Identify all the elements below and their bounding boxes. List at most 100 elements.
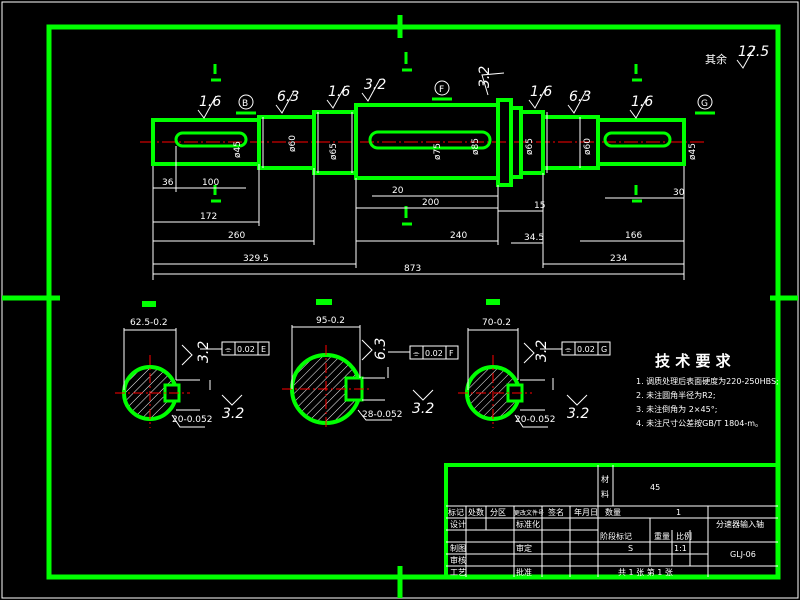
tb-row-label-3: 分区 (490, 508, 506, 517)
section-g-rough-bottom: 3.2 (567, 406, 589, 422)
dim-172: 172 (200, 212, 217, 222)
svg-text:G: G (601, 345, 607, 354)
rough-7: 6.3 (569, 89, 591, 105)
datum-g: G (695, 94, 715, 115)
svg-text:⌯: ⌯ (225, 345, 232, 354)
tb-row-label-4: 更改文件号 (514, 509, 544, 517)
tb-row-label-6: 年月日 (574, 507, 598, 517)
section-g-rough-side: 3.2 (534, 340, 550, 362)
roughness-symbols (197, 72, 649, 119)
tb-count-value: 1 (676, 508, 681, 517)
section-b-tolerance-frame: ⌯ 0.02 E (200, 341, 270, 356)
section-f-tolerance-frame: ⌯ 0.02 F (388, 345, 459, 360)
svg-text:0.02: 0.02 (425, 349, 443, 358)
svg-text:0.02: 0.02 (577, 345, 595, 354)
rough-3: 1.6 (328, 84, 350, 100)
tech-item-2: 2. 未注圆角半径为R2; (636, 390, 716, 400)
shaft-main-view: ø45 ø60 ø65 ø75 ø85 ø65 ø60 ø45 B F G (140, 44, 769, 280)
tb-scale-label: 比例 (676, 531, 692, 541)
section-f-top-dim: 95-0.2 (316, 316, 345, 326)
section-f-rough-side: 6.3 (373, 338, 389, 360)
datum-b: B (236, 94, 256, 115)
dia-label-8: ø45 (688, 143, 698, 160)
svg-text:⌯: ⌯ (565, 345, 572, 354)
tb-weight-label: 重量 (654, 531, 670, 541)
section-view-g: 70-0.2 20-0.052 3.2 3.2 ⌯ 0.02 G (458, 299, 611, 428)
tb-mid-label-3: 批准 (516, 567, 532, 577)
section-b-rough-bottom: 3.2 (222, 406, 244, 422)
technical-requirements: 技 术 要 求 1. 调质处理后表面硬度为220-250HBS; 2. 未注圆角… (636, 352, 779, 428)
section-b-key-dim: 20-0.052 (172, 415, 212, 425)
tb-scale-value: 1:1 (674, 544, 687, 553)
tb-left-label-2: 制图 (450, 543, 466, 553)
svg-text:E: E (261, 345, 266, 354)
svg-text:F: F (439, 85, 444, 95)
tb-stage-label: 阶段标记 (600, 531, 632, 541)
section-g-tolerance-frame: ⌯ 0.02 G (540, 341, 611, 356)
tb-part-name: 分速器输入轴 (716, 519, 764, 529)
section-g-key-dim: 20-0.052 (515, 415, 555, 425)
section-f-key-dim: 28-0.052 (362, 410, 402, 420)
svg-text:⌯: ⌯ (413, 349, 420, 358)
dim-20: 20 (392, 186, 404, 196)
dim-36: 36 (162, 178, 174, 188)
tb-count-label: 数量 (605, 507, 621, 517)
tb-material-label-2: 料 (601, 489, 609, 499)
tb-sheet-info: 共 1 张 第 1 张 (618, 567, 673, 577)
tech-title: 技 术 要 求 (655, 352, 732, 370)
section-view-f: 95-0.2 28-0.052 6.3 3.2 ⌯ 0.02 F (282, 299, 459, 430)
dim-200: 200 (422, 198, 439, 208)
tb-stage-value: S (628, 544, 633, 553)
tb-left-label-1: 设计 (450, 519, 466, 529)
roughness-other-value: 12.5 (738, 44, 769, 60)
rough-6: 1.6 (530, 84, 552, 100)
rough-2: 6.3 (277, 89, 299, 105)
dim-100: 100 (202, 178, 219, 188)
tb-drawing-no: GLJ-06 (730, 550, 756, 559)
svg-text:B: B (242, 99, 248, 109)
tb-material-label-1: 材 (601, 474, 609, 484)
dia-label-1: ø45 (233, 141, 243, 158)
svg-text:0.02: 0.02 (237, 345, 255, 354)
roughness-other-label: 其余 (705, 52, 727, 66)
dia-label-5: ø85 (471, 138, 481, 155)
inner-frame (46, 24, 781, 580)
rough-4: 3.2 (364, 77, 386, 93)
tb-left-label-4: 工艺 (450, 568, 466, 577)
title-block: 材 料 45 标记 处数 分区 更改文件号 签名 年月日 数量 1 分速器输入轴… (444, 463, 780, 579)
dia-label-3: ø65 (329, 143, 339, 160)
tech-item-1: 1. 调质处理后表面硬度为220-250HBS; (636, 376, 779, 386)
section-b-rough-side: 3.2 (196, 341, 212, 363)
tb-left-label-3: 审核 (450, 555, 466, 565)
section-b-top-dim: 62.5-0.2 (130, 318, 168, 328)
tb-row-label-1: 标记 (448, 507, 464, 517)
tb-mid-label-2: 审定 (516, 543, 532, 553)
dia-label-6: ø65 (525, 138, 535, 155)
section-markers (211, 52, 642, 226)
dia-label-4: ø75 (433, 143, 443, 160)
dim-234: 234 (610, 254, 627, 264)
rough-1: 1.6 (199, 94, 221, 110)
tb-material-value: 45 (650, 483, 660, 492)
tb-mid-label-1: 标准化 (516, 519, 540, 529)
dim-873: 873 (404, 264, 421, 274)
dim-34-5: 34.5 (524, 233, 544, 243)
datum-f: F (432, 80, 452, 101)
dim-240: 240 (450, 231, 467, 241)
dimension-lines (152, 146, 685, 280)
svg-text:G: G (701, 99, 708, 109)
dim-166: 166 (625, 231, 642, 241)
dim-329: 329.5 (243, 254, 269, 264)
roughness-other-symbol (736, 45, 756, 69)
dim-260: 260 (228, 231, 245, 241)
dia-label-2: ø60 (288, 135, 298, 152)
section-view-b: 62.5-0.2 20-0.052 3.2 3.2 ⌯ 0.02 E (115, 301, 270, 428)
dim-15: 15 (534, 201, 545, 211)
tech-item-3: 3. 未注倒角为 2×45°; (636, 404, 717, 414)
rough-8: 1.6 (631, 94, 653, 110)
rough-5: 3.2 (477, 66, 493, 88)
tb-row-label-2: 处数 (468, 507, 484, 517)
dim-30: 30 (673, 188, 685, 198)
dia-label-7: ø60 (583, 138, 593, 155)
